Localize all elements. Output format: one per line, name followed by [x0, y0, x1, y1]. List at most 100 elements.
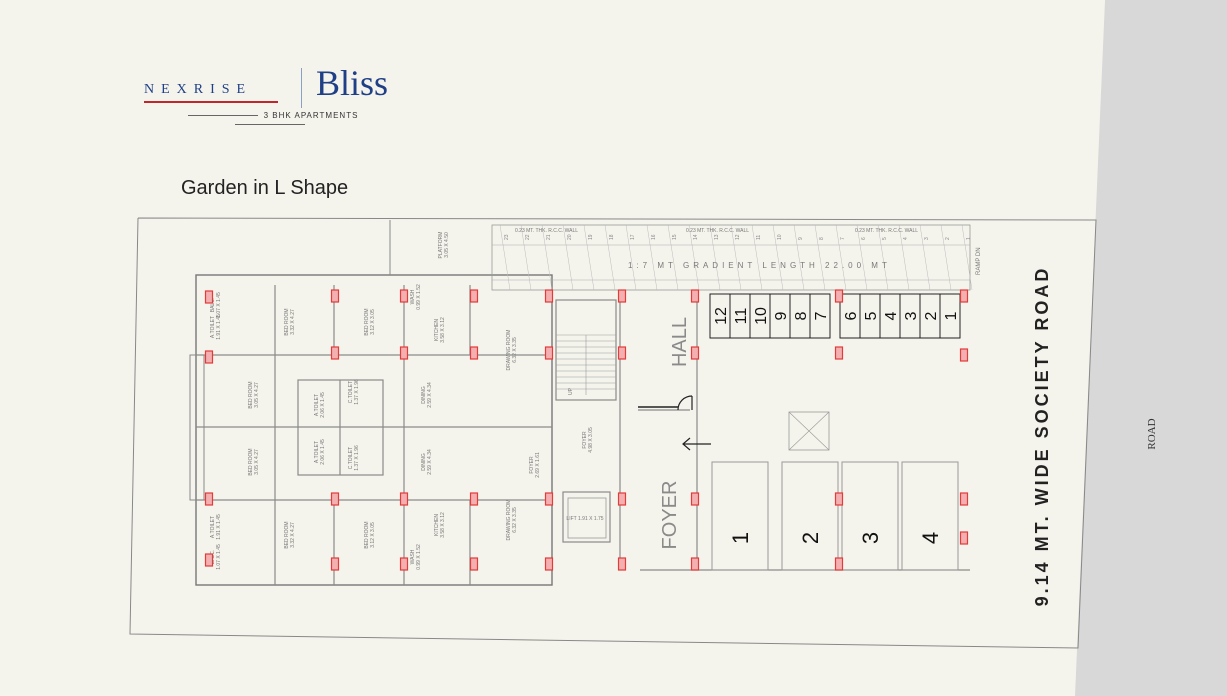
column — [617, 492, 627, 506]
svg-text:FOYER: FOYER — [529, 456, 535, 474]
svg-text:A.TOILET: A.TOILET — [314, 394, 320, 416]
column — [399, 289, 409, 303]
column — [617, 289, 627, 303]
road-label: ROAD — [1146, 418, 1158, 449]
column — [204, 350, 214, 364]
ramp-step-number: 4 — [903, 237, 909, 240]
hall-label: HALL — [669, 317, 691, 367]
column — [617, 346, 627, 360]
rcc-wall-label: 0.23 MT. THK. R.C.C. WALL — [855, 228, 918, 234]
bay-number: 3 — [903, 311, 920, 320]
ramp-step-number: 1 — [966, 237, 972, 240]
ramp-step-number: 19 — [588, 234, 594, 240]
svg-text:2.06 X 1.45: 2.06 X 1.45 — [320, 439, 326, 465]
column — [204, 492, 214, 506]
rcc-wall-label: 0.23 MT. THK. R.C.C. WALL — [515, 228, 578, 234]
foyer-label: FOYER — [659, 481, 681, 550]
svg-text:1.37 X 1.96: 1.37 X 1.96 — [354, 379, 360, 405]
column — [690, 346, 700, 360]
ramp-step-number: 3 — [924, 237, 930, 240]
column — [690, 557, 700, 571]
svg-text:BALC.: BALC. — [210, 298, 216, 312]
two-wheeler-bay — [809, 293, 831, 339]
svg-text:DRAWING ROOM: DRAWING ROOM — [506, 500, 512, 541]
column — [330, 289, 340, 303]
ramp-step-number: 14 — [693, 234, 699, 240]
svg-text:3.12 X 3.05: 3.12 X 3.05 — [370, 522, 376, 548]
svg-text:3.12 X 3.05: 3.12 X 3.05 — [370, 309, 376, 335]
bay-number: 4 — [918, 532, 943, 544]
column — [469, 346, 479, 360]
column — [469, 492, 479, 506]
svg-text:1.37 X 1.96: 1.37 X 1.96 — [354, 445, 360, 471]
bay-number: 6 — [843, 311, 860, 320]
column — [834, 492, 844, 506]
bay-number: 5 — [863, 311, 880, 320]
column — [959, 348, 969, 362]
structural-columns — [204, 289, 969, 571]
column — [469, 289, 479, 303]
brand-logo: NEXRISE Bliss 3 BHK APARTMENTS — [140, 60, 410, 130]
column — [330, 346, 340, 360]
svg-text:1.07 X 1.45: 1.07 X 1.45 — [216, 292, 222, 318]
svg-text:0.99 X 1.52: 0.99 X 1.52 — [416, 284, 422, 310]
ramp-down-label: RAMP DN — [976, 247, 982, 275]
svg-text:WASH: WASH — [410, 289, 416, 304]
svg-text:6.32 X 3.35: 6.32 X 3.35 — [512, 337, 518, 363]
svg-text:2.06 X 1.45: 2.06 X 1.45 — [320, 392, 326, 418]
ramp-step-number: 7 — [840, 237, 846, 240]
brand-divider — [301, 68, 302, 108]
lift: LIFT 1.91 X 1.75 — [566, 497, 607, 539]
ramp-step-number: 9 — [798, 237, 804, 240]
svg-text:BED ROOM: BED ROOM — [364, 308, 370, 335]
ramp-step-number: 18 — [609, 234, 615, 240]
svg-text:DINING: DINING — [421, 453, 427, 471]
svg-text:3.05 X 4.27: 3.05 X 4.27 — [254, 449, 260, 475]
column — [834, 557, 844, 571]
bay-number: 2 — [923, 311, 940, 320]
svg-text:4.98 X 3.05: 4.98 X 3.05 — [588, 427, 594, 453]
ramp-step-number: 2 — [945, 237, 951, 240]
room-label: BALC.1.07 X 1.45 — [210, 292, 222, 318]
ramp-step-number: 17 — [630, 234, 636, 240]
rcc-wall-label: 0.23 MT. THK. R.C.C. WALL — [686, 228, 749, 234]
two-wheeler-bay — [939, 293, 961, 339]
svg-text:C.TOILET: C.TOILET — [348, 447, 354, 469]
ramp-step-number: 10 — [777, 234, 783, 240]
car-bay — [841, 461, 899, 571]
svg-text:DRAWING ROOM: DRAWING ROOM — [506, 330, 512, 371]
ramp-step-number: 8 — [819, 237, 825, 240]
entry-arrow — [682, 437, 711, 451]
svg-text:BED ROOM: BED ROOM — [248, 448, 254, 475]
column — [330, 492, 340, 506]
svg-text:1.07 X 1.45: 1.07 X 1.45 — [216, 544, 222, 570]
bay-number: 12 — [713, 307, 730, 325]
svg-text:3.05 X 4.50: 3.05 X 4.50 — [444, 232, 450, 258]
column — [544, 557, 554, 571]
svg-text:BED ROOM: BED ROOM — [248, 381, 254, 408]
svg-text:DINING: DINING — [421, 386, 427, 404]
stairs-up-label: UP — [568, 387, 574, 395]
ramp-step-number: 21 — [546, 234, 552, 240]
bay-number: 1 — [943, 311, 960, 320]
svg-text:3.32 X 4.27: 3.32 X 4.27 — [290, 522, 296, 548]
brand-tagline: 3 BHK APARTMENTS — [144, 111, 396, 129]
ramp-step-number: 12 — [735, 234, 741, 240]
ramp-step-number: 5 — [882, 237, 888, 240]
ramp-step-number: 6 — [861, 237, 867, 240]
bay-number: 9 — [773, 311, 790, 320]
